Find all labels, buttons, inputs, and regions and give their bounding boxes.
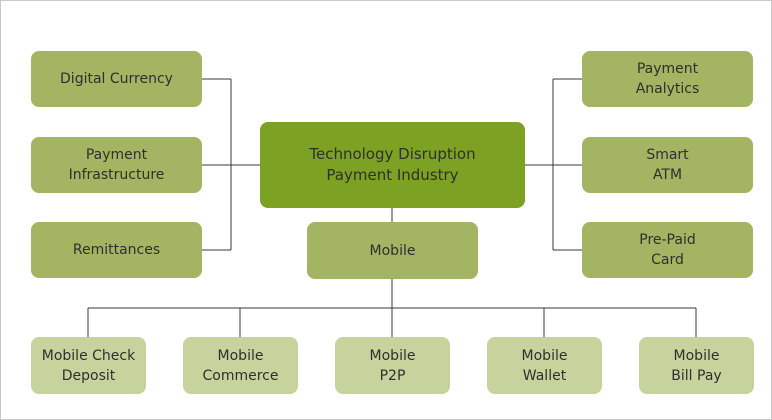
node-mobile-check-deposit-line1: Mobile Check bbox=[41, 347, 136, 364]
center-line1: Technology Disruption bbox=[309, 145, 476, 163]
center-node: Technology Disruption Payment Industry bbox=[260, 122, 525, 208]
node-payment-analytics-line1: Payment bbox=[636, 61, 699, 77]
node-prepaid-card-line1: Pre-Paid bbox=[639, 232, 696, 248]
node-smart-atm-line2: ATM bbox=[652, 167, 683, 183]
node-smart-atm-line1: Smart bbox=[646, 147, 689, 163]
node-mobile-bill-pay: Mobile Bill Pay bbox=[639, 337, 754, 394]
center-line2: Payment Industry bbox=[326, 166, 459, 184]
node-remittances-label: Remittances bbox=[72, 242, 161, 258]
node-mobile: Mobile bbox=[307, 222, 478, 279]
node-mobile-p2p-line1: Mobile bbox=[369, 347, 416, 364]
node-remittances: Remittances bbox=[31, 222, 202, 278]
node-mobile-label: Mobile bbox=[369, 242, 416, 259]
node-mobile-bill-pay-line2: Bill Pay bbox=[671, 367, 722, 384]
node-mobile-check-deposit: Mobile Check Deposit bbox=[31, 337, 146, 394]
node-payment-infrastructure-line1: Payment bbox=[85, 147, 148, 163]
node-mobile-wallet-line1: Mobile bbox=[521, 347, 568, 364]
node-mobile-commerce: Mobile Commerce bbox=[183, 337, 298, 394]
node-mobile-bill-pay-line1: Mobile bbox=[673, 347, 720, 364]
node-prepaid-card-line2: Card bbox=[651, 252, 684, 268]
node-mobile-wallet-line2: Wallet bbox=[522, 367, 567, 384]
node-digital-currency: Digital Currency bbox=[31, 51, 202, 107]
node-payment-infrastructure: Payment Infrastructure bbox=[31, 137, 202, 193]
node-mobile-p2p: Mobile P2P bbox=[335, 337, 450, 394]
node-mobile-commerce-line2: Commerce bbox=[202, 367, 279, 384]
node-mobile-check-deposit-line2: Deposit bbox=[61, 367, 116, 384]
node-prepaid-card: Pre-Paid Card bbox=[582, 222, 753, 278]
node-mobile-commerce-line1: Mobile bbox=[217, 347, 264, 364]
node-smart-atm: Smart ATM bbox=[582, 137, 753, 193]
node-payment-analytics-line2: Analytics bbox=[635, 81, 700, 97]
node-mobile-wallet: Mobile Wallet bbox=[487, 337, 602, 394]
node-payment-analytics: Payment Analytics bbox=[582, 51, 753, 107]
node-digital-currency-label: Digital Currency bbox=[60, 71, 173, 87]
node-payment-infrastructure-line2: Infrastructure bbox=[68, 167, 165, 183]
node-mobile-p2p-line2: P2P bbox=[379, 367, 406, 384]
